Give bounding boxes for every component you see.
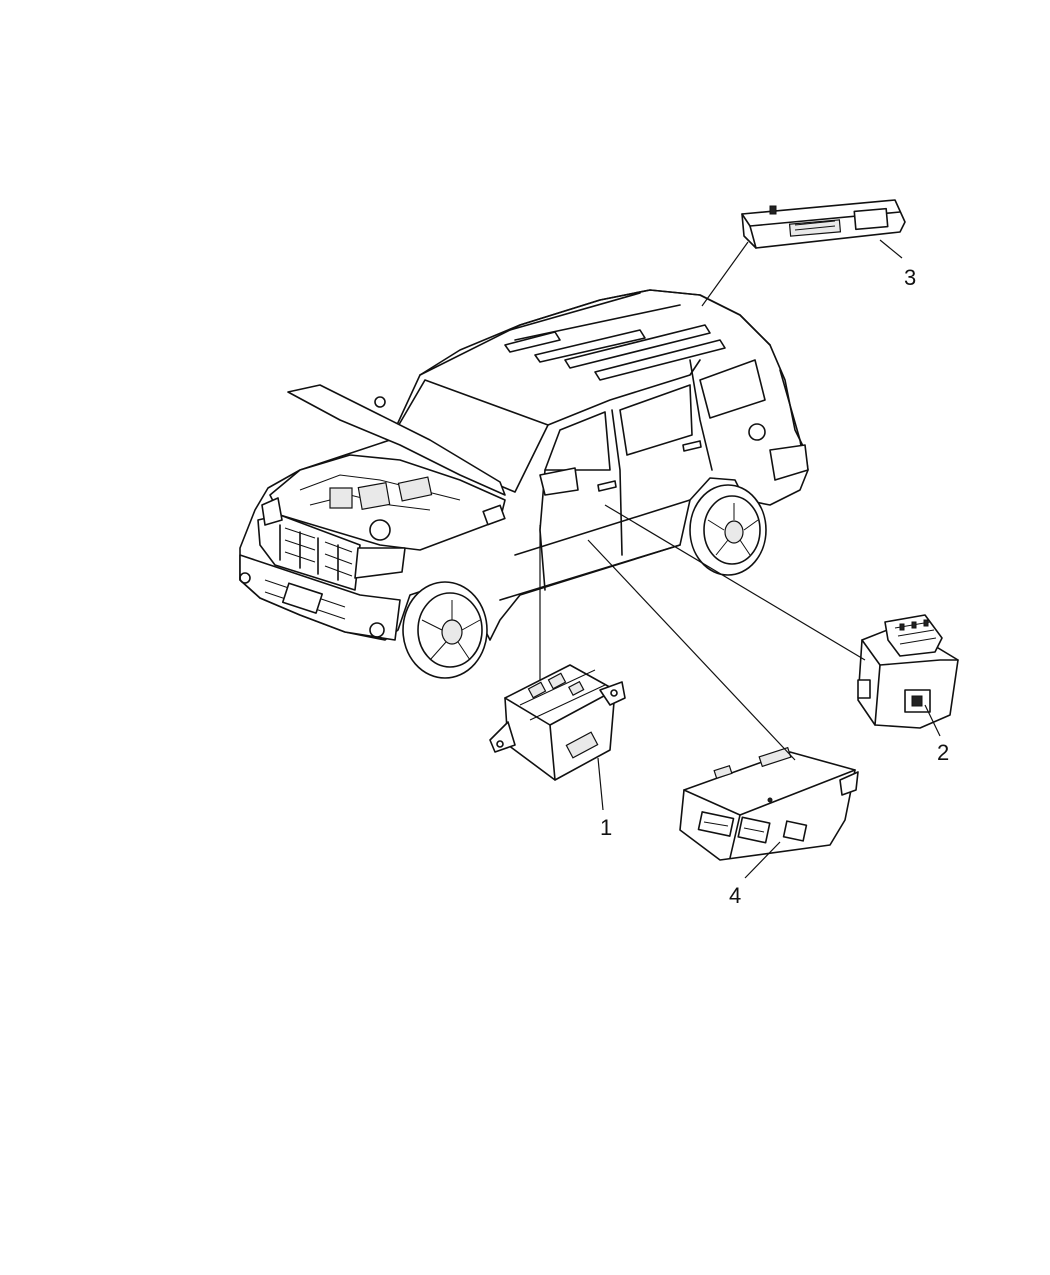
- rear-wheel: [689, 484, 767, 576]
- front-wheel: [402, 581, 488, 679]
- leader-3-callout: [879, 239, 903, 259]
- leader-2-to-body: [604, 504, 866, 661]
- part-3-module: [741, 199, 906, 249]
- callout-3: 3: [904, 265, 916, 290]
- vehicle-suv: [239, 289, 809, 679]
- part-2-module: [857, 614, 959, 729]
- part-4-module: [679, 746, 859, 861]
- callout-1: 1: [600, 815, 612, 840]
- leader-4-callout: [744, 841, 781, 879]
- callout-2: 2: [937, 740, 949, 765]
- leader-2-callout: [924, 704, 941, 737]
- leader-3-to-roof: [701, 241, 749, 307]
- callout-4: 4: [729, 883, 741, 908]
- part-1-module: [489, 664, 626, 781]
- leader-4-to-body: [587, 539, 796, 761]
- leader-lines: [539, 239, 941, 879]
- leader-1-callout: [597, 757, 604, 811]
